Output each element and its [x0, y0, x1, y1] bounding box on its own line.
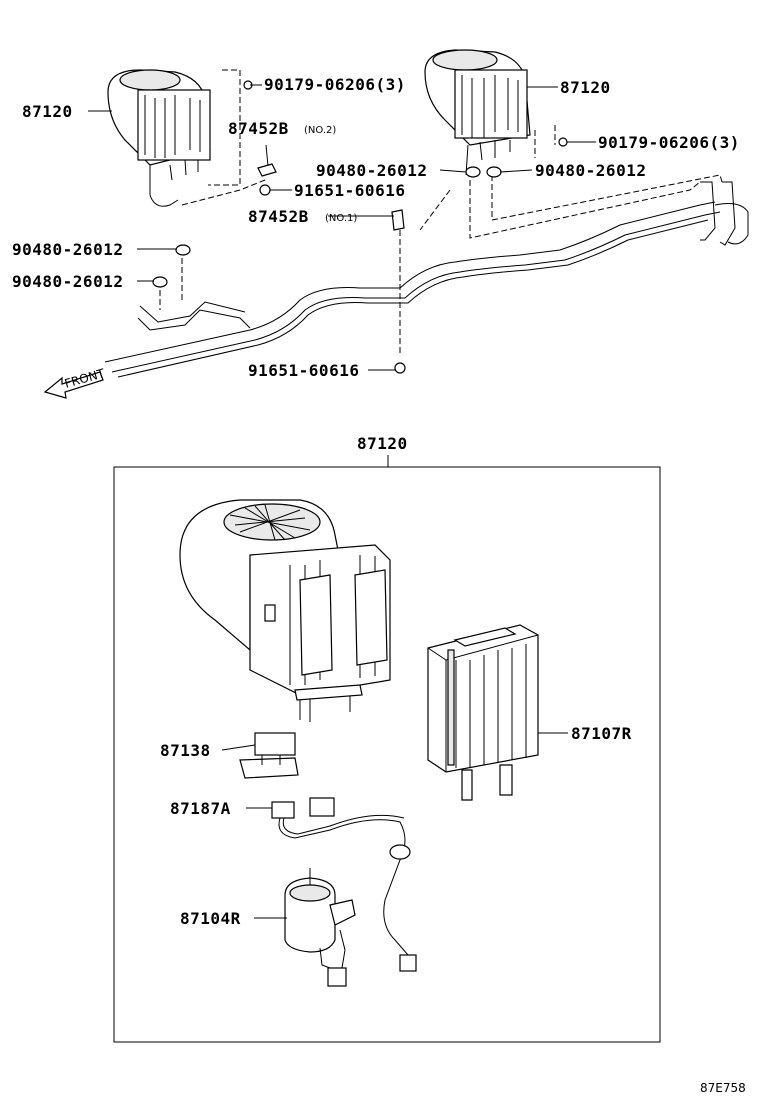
front-arrow: FRONT: [43, 366, 107, 399]
label-heater-core: 87107R: [571, 724, 632, 743]
dashed-leaders: [159, 69, 723, 355]
label-unit-right: 87120: [560, 78, 611, 97]
resistor: [239, 732, 299, 779]
bracket-icon: [391, 209, 405, 231]
blower-housing: [179, 499, 391, 722]
label-grommet-left-b: 90480-26012: [12, 272, 123, 291]
exploded-leaders: [221, 732, 568, 919]
fasteners: [152, 80, 568, 374]
label-assembly-title: 87120: [357, 434, 408, 453]
bolt-icon: [394, 362, 406, 374]
label-bracket-no2-note: (NO.2): [304, 125, 336, 136]
front-label: FRONT: [63, 366, 107, 391]
label-screw-left: 90179-06206(3): [264, 75, 406, 94]
label-screw-right: 90179-06206(3): [598, 133, 740, 152]
label-grommet-right-b: 90480-26012: [535, 161, 646, 180]
label-blower-motor: 87104R: [180, 909, 241, 928]
label-grommet-left-a: 90480-26012: [12, 240, 123, 259]
label-unit-left: 87120: [22, 102, 73, 121]
assembly-frame: [113, 466, 661, 1043]
label-resistor: 87138: [160, 741, 211, 760]
bolt-icon: [259, 184, 271, 196]
label-bracket-no2: 87452B: [228, 119, 289, 138]
label-wire-harness: 87187A: [170, 799, 231, 818]
screw-icon: [558, 137, 568, 147]
diagram-code: 87E758: [700, 1081, 746, 1095]
grommet-icon: [465, 166, 481, 178]
heater-core: [427, 624, 539, 801]
blower-unit-right: [424, 49, 531, 176]
wire-harness: [271, 797, 417, 972]
label-bolt-lower: 91651-60616: [248, 361, 359, 380]
blower-unit-left: [107, 69, 211, 207]
label-grommet-right-a: 90480-26012: [316, 161, 427, 180]
blower-motor: [284, 868, 356, 987]
label-bracket-no1: 87452B: [248, 207, 309, 226]
label-bracket-no1-note: (NO.1): [325, 213, 357, 224]
bracket-icon: [257, 163, 277, 177]
grommet-icon: [486, 166, 502, 178]
grommet-icon: [175, 244, 191, 256]
pipe-assembly: [104, 181, 749, 378]
label-bolt-upper: 91651-60616: [294, 181, 405, 200]
grommet-icon: [152, 276, 168, 288]
callout-leaders: [88, 84, 596, 371]
